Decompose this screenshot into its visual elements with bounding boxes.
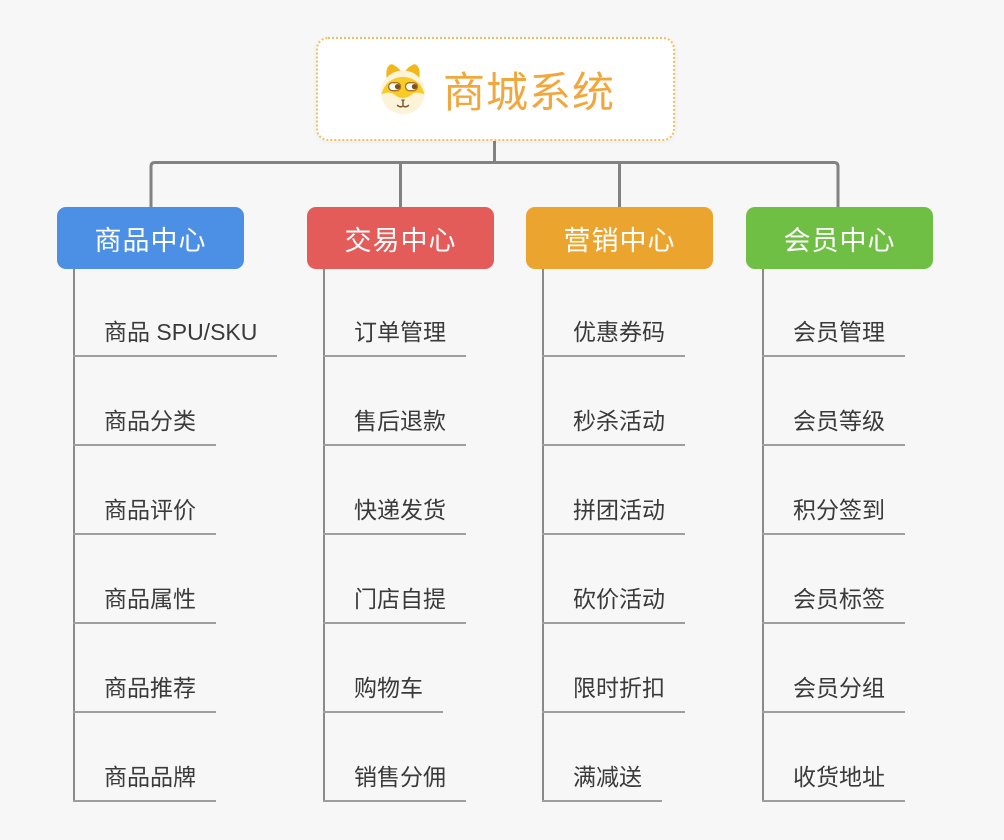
branch-node-member-center[interactable]: 会员中心	[746, 207, 933, 269]
branch-children-trade-center: 订单管理 售后退款 快递发货 门店自提 购物车 销售分佣	[323, 269, 593, 814]
leaf-node[interactable]: 积分签到	[762, 487, 905, 535]
leaf-node[interactable]: 会员分组	[762, 665, 905, 713]
leaf-node[interactable]: 商品分类	[73, 398, 216, 446]
leaf-node[interactable]: 订单管理	[323, 309, 466, 357]
leaf-node[interactable]: 会员标签	[762, 576, 905, 624]
leaf-node[interactable]: 满减送	[542, 754, 662, 802]
leaf-node[interactable]: 购物车	[323, 665, 443, 713]
root-node-title: 商城系统	[442, 68, 615, 116]
branch-children-marketing-center: 优惠券码 秒杀活动 拼团活动 砍价活动 限时折扣 满减送	[542, 269, 812, 814]
leaf-node[interactable]: 秒杀活动	[542, 398, 685, 446]
branch-children-member-center: 会员管理 会员等级 积分签到 会员标签 会员分组 收货地址	[762, 269, 1004, 814]
leaf-node[interactable]: 商品属性	[73, 576, 216, 624]
leaf-node[interactable]: 限时折扣	[542, 665, 685, 713]
dog-face-icon	[381, 64, 425, 115]
leaf-node[interactable]: 快递发货	[323, 487, 466, 535]
branch-node-marketing-center[interactable]: 营销中心	[526, 207, 713, 269]
leaf-node[interactable]: 收货地址	[762, 754, 905, 802]
leaf-node[interactable]: 售后退款	[323, 398, 466, 446]
leaf-node[interactable]: 商品评价	[73, 487, 216, 535]
leaf-node[interactable]: 拼团活动	[542, 487, 685, 535]
branch-label: 商品中心	[94, 225, 207, 256]
leaf-node[interactable]: 会员管理	[762, 309, 905, 357]
branch-node-product-center[interactable]: 商品中心	[57, 207, 244, 269]
leaf-node[interactable]: 优惠券码	[542, 309, 685, 357]
branch-label: 交易中心	[344, 225, 457, 256]
leaf-node[interactable]: 会员等级	[762, 398, 905, 446]
leaf-node[interactable]: 砍价活动	[542, 576, 685, 624]
leaf-node[interactable]: 商品 SPU/SKU	[73, 309, 278, 357]
branch-label: 营销中心	[563, 225, 676, 256]
leaf-node[interactable]: 销售分佣	[323, 754, 466, 802]
leaf-node[interactable]: 商品品牌	[73, 754, 216, 802]
leaf-node[interactable]: 门店自提	[323, 576, 466, 624]
branch-node-trade-center[interactable]: 交易中心	[307, 207, 494, 269]
branch-children-product-center: 商品 SPU/SKU 商品分类 商品评价 商品属性 商品推荐 商品品牌	[73, 269, 343, 814]
root-node[interactable]: 商城系统	[316, 37, 675, 141]
branch-label: 会员中心	[783, 225, 896, 256]
leaf-node[interactable]: 商品推荐	[73, 665, 216, 713]
